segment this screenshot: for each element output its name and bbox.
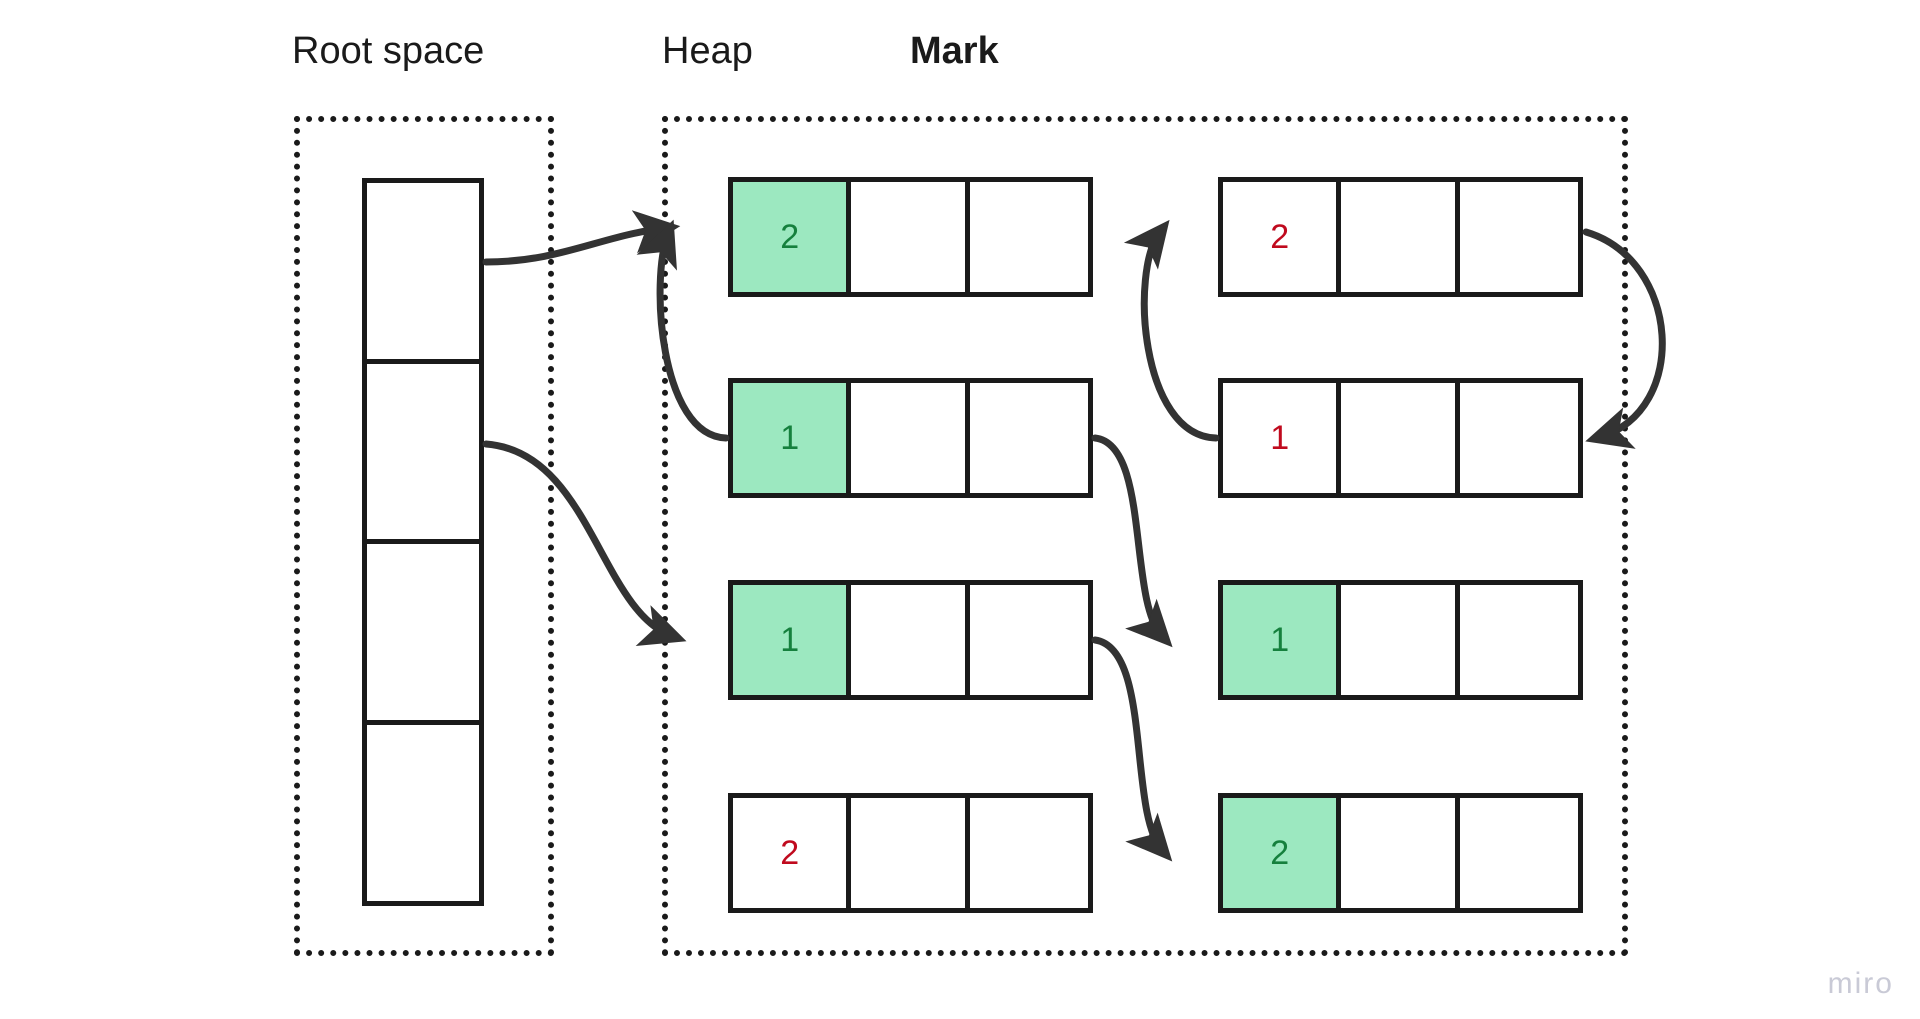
- heap-object-left-1[interactable]: 2: [728, 177, 1093, 297]
- object-cell-refcount: 2: [733, 182, 852, 292]
- heap-object-left-4[interactable]: 2: [728, 793, 1093, 913]
- object-cell-refcount: 1: [1223, 585, 1342, 695]
- object-cell-refcount: 1: [733, 585, 852, 695]
- heap-label: Heap: [662, 30, 753, 72]
- object-cell-field-1: [1341, 383, 1460, 493]
- heap-object-left-3[interactable]: 1: [728, 580, 1093, 700]
- refcount-value: 1: [1270, 621, 1290, 659]
- object-cell-field-2: [969, 798, 1088, 908]
- phase-title: Mark: [910, 30, 999, 72]
- object-cell-field-1: [1341, 798, 1460, 908]
- object-cell-field-1: [1341, 182, 1460, 292]
- object-cell-field-1: [851, 383, 970, 493]
- object-cell-refcount: 2: [733, 798, 852, 908]
- root-cell-3[interactable]: [367, 724, 479, 901]
- heap-object-right-3[interactable]: 1: [1218, 580, 1583, 700]
- refcount-value: 2: [1270, 834, 1290, 872]
- heap-object-right-4[interactable]: 2: [1218, 793, 1583, 913]
- object-cell-field-2: [969, 383, 1088, 493]
- root-space-label: Root space: [292, 30, 485, 72]
- root-cell-2[interactable]: [367, 544, 479, 725]
- refcount-value: 1: [780, 419, 800, 457]
- root-cell-1[interactable]: [367, 363, 479, 544]
- object-cell-field-2: [1459, 383, 1578, 493]
- object-cell-refcount: 2: [1223, 798, 1342, 908]
- object-cell-field-1: [851, 798, 970, 908]
- object-cell-field-1: [851, 585, 970, 695]
- object-cell-field-1: [1341, 585, 1460, 695]
- object-cell-field-2: [1459, 585, 1578, 695]
- refcount-value: 1: [1270, 419, 1290, 457]
- root-cell-0[interactable]: [367, 183, 479, 364]
- object-cell-refcount: 2: [1223, 182, 1342, 292]
- object-cell-field-2: [969, 182, 1088, 292]
- refcount-value: 2: [780, 834, 800, 872]
- refcount-value: 2: [780, 218, 800, 256]
- object-cell-field-1: [851, 182, 970, 292]
- heap-object-right-1[interactable]: 2: [1218, 177, 1583, 297]
- heap-object-right-2[interactable]: 1: [1218, 378, 1583, 498]
- miro-watermark: miro: [1827, 967, 1894, 1000]
- refcount-value: 2: [1270, 218, 1290, 256]
- heap-object-left-2[interactable]: 1: [728, 378, 1093, 498]
- object-cell-refcount: 1: [733, 383, 852, 493]
- object-cell-field-2: [969, 585, 1088, 695]
- refcount-value: 1: [780, 621, 800, 659]
- root-space-stack: [362, 178, 484, 906]
- object-cell-field-2: [1459, 798, 1578, 908]
- object-cell-refcount: 1: [1223, 383, 1342, 493]
- object-cell-field-2: [1459, 182, 1578, 292]
